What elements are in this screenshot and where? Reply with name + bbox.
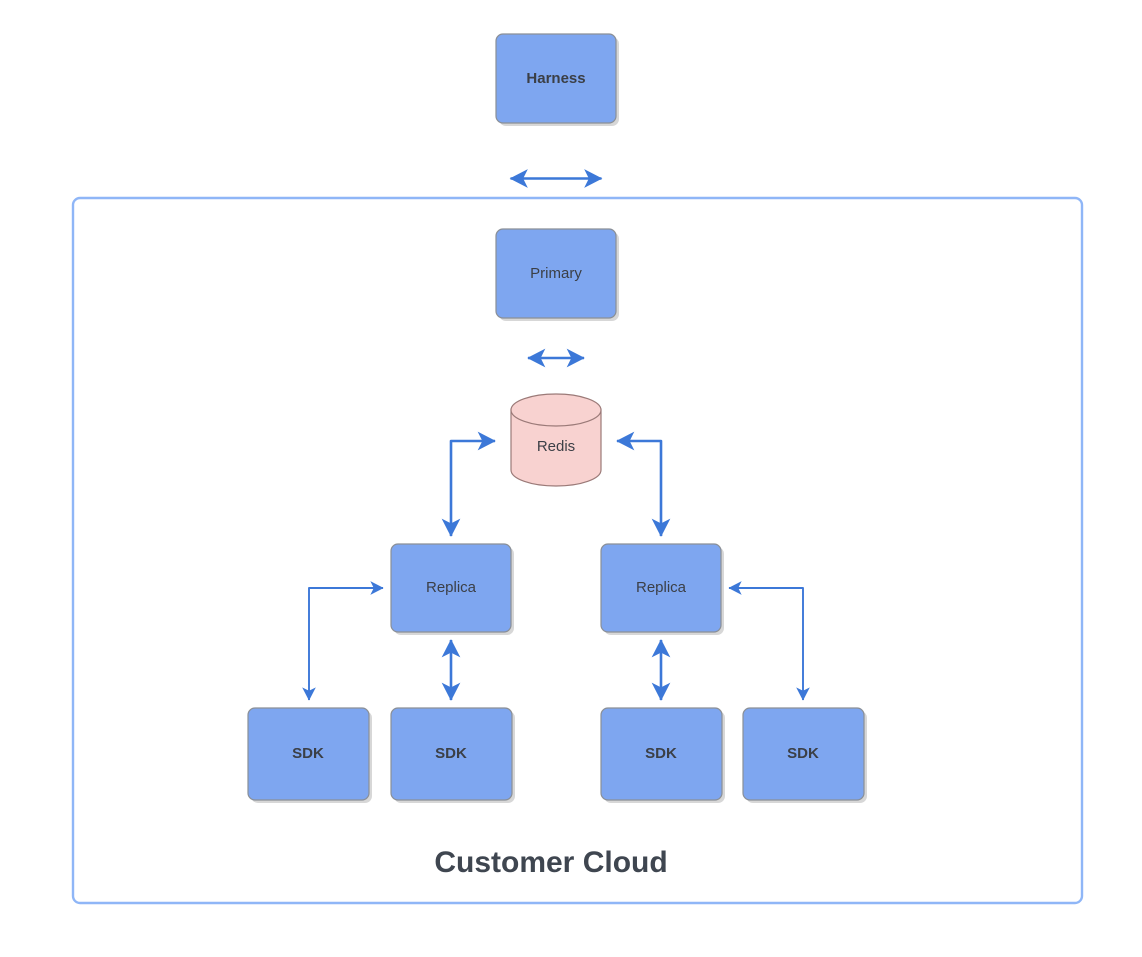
connector-redis-replica2[interactable]: [616, 431, 671, 537]
harness-box: [495, 33, 617, 124]
primary-label: Primary: [530, 265, 582, 282]
sdk-3-box: [600, 707, 723, 801]
redis-cylinder-body: [510, 409, 602, 487]
connector-replica2-sdk4[interactable]: [728, 581, 810, 701]
redis-cylinder-top: [510, 393, 602, 427]
node-redis[interactable]: Redis: [510, 393, 602, 487]
redis-replica2-path: [616, 431, 671, 537]
node-harness[interactable]: Harness: [495, 33, 619, 126]
replica-1-box: [390, 543, 512, 633]
sdk-1-label: SDK: [292, 745, 324, 762]
node-sdk-1[interactable]: SDK: [247, 707, 372, 803]
sdk-4-label: SDK: [787, 745, 819, 762]
node-sdk-2[interactable]: SDK: [390, 707, 515, 803]
replica2-sdk4-path: [728, 581, 810, 701]
sdk-3-label: SDK: [645, 745, 677, 762]
primary-box: [495, 228, 617, 319]
node-primary[interactable]: Primary: [495, 228, 619, 321]
customer-cloud-title: Customer Cloud: [434, 846, 667, 879]
sdk-4-box: [742, 707, 865, 801]
node-replica-1[interactable]: Replica: [390, 543, 514, 635]
replica-1-label: Replica: [426, 579, 477, 596]
node-replica-2[interactable]: Replica: [600, 543, 724, 635]
redis-label: Redis: [537, 438, 575, 455]
group-customer-cloud[interactable]: Customer Cloud: [71, 196, 1084, 905]
replica-2-box: [600, 543, 722, 633]
customer-cloud-border: [71, 196, 1084, 905]
node-sdk-3[interactable]: SDK: [600, 707, 725, 803]
connector-redis-replica1[interactable]: [441, 431, 496, 537]
node-sdk-4[interactable]: SDK: [742, 707, 867, 803]
sdk-1-box: [247, 707, 370, 801]
connector-replica1-sdk1[interactable]: [302, 581, 384, 701]
sdk-2-label: SDK: [435, 745, 467, 762]
sdk-2-box: [390, 707, 513, 801]
harness-label: Harness: [526, 70, 585, 87]
replica1-sdk1-path: [302, 581, 384, 701]
redis-replica1-path: [441, 431, 496, 537]
replica-2-label: Replica: [636, 579, 687, 596]
